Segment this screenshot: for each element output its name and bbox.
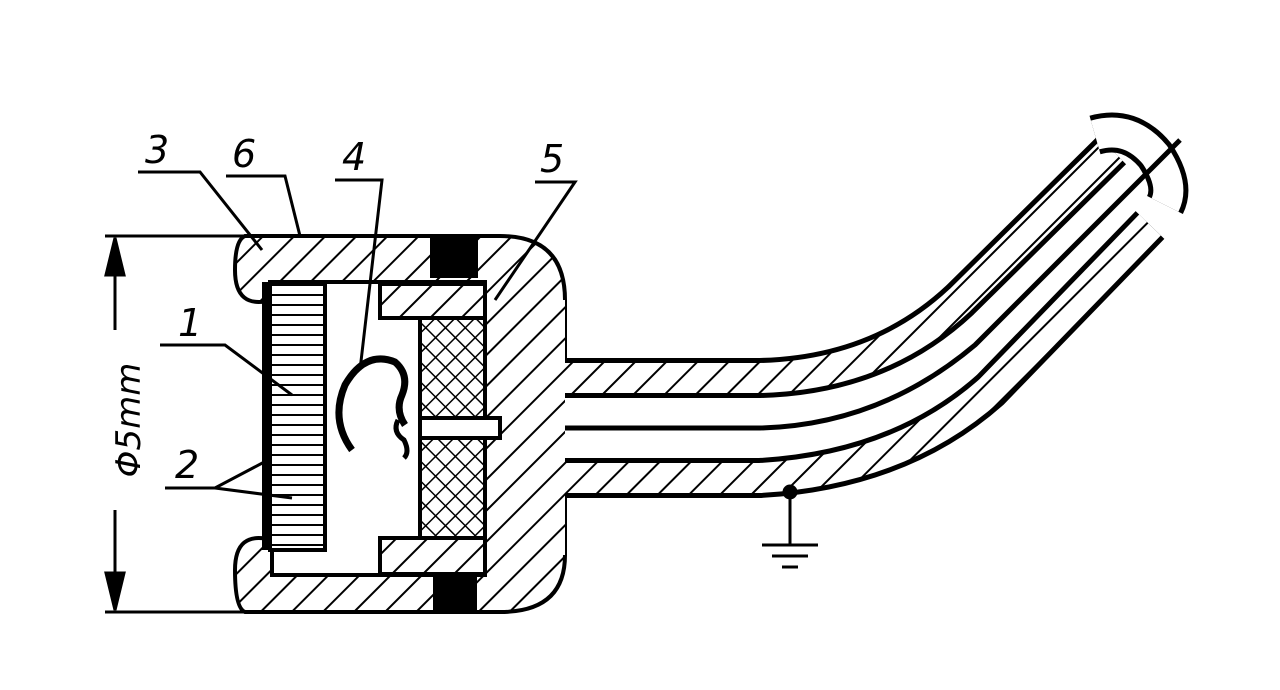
leader-lines xyxy=(138,170,578,500)
piezo-element xyxy=(268,280,327,552)
tube xyxy=(540,112,1189,498)
label-2: 2 xyxy=(175,443,199,487)
electrode-band xyxy=(262,282,271,550)
label-3: 3 xyxy=(145,128,169,172)
label-6: 6 xyxy=(232,132,256,176)
contact-pin xyxy=(418,416,502,440)
label-4: 4 xyxy=(342,135,366,179)
spring-contact xyxy=(335,355,409,453)
signal-wire xyxy=(500,138,1182,431)
diameter-label: Φ5mm xyxy=(109,363,149,478)
label-1: 1 xyxy=(178,301,202,345)
ground-icon xyxy=(762,484,818,569)
dimension-line xyxy=(104,234,250,614)
label-5: 5 xyxy=(540,137,564,181)
